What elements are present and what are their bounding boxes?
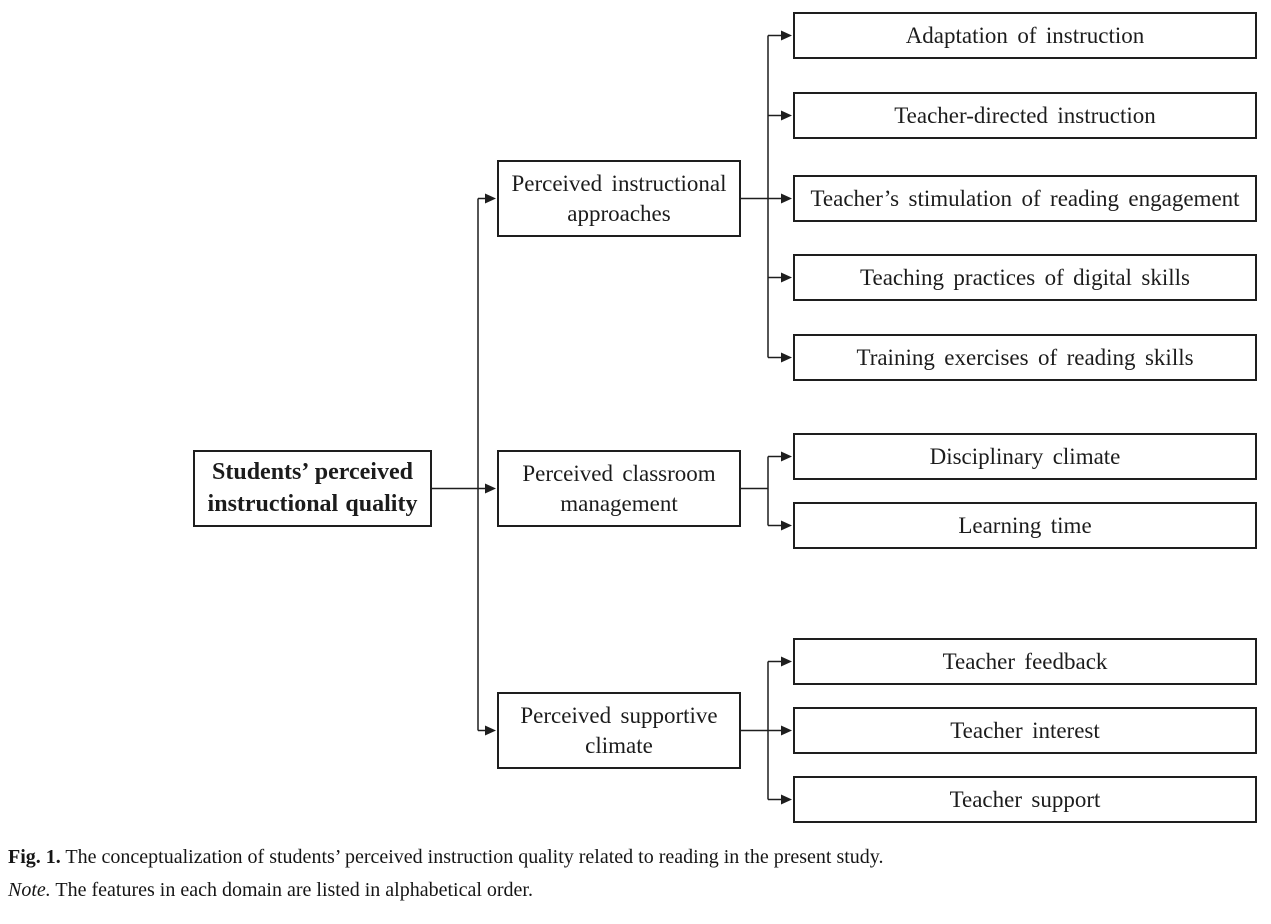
figure-caption: Fig. 1. The conceptualization of student… — [8, 841, 1258, 907]
feature-box-training-exercises-of-reading-skills: Training exercises of reading skills — [793, 334, 1257, 381]
domain-box-perceived-classroom-management: Perceived classroom management — [497, 450, 741, 527]
figure-note-line: Note. The features in each domain are li… — [8, 874, 1258, 907]
figure-number-label: Fig. 1. — [8, 846, 61, 868]
feature-box-teacher-directed-instruction: Teacher-directed instruction — [793, 92, 1257, 139]
arrowhead-feature-1 — [781, 30, 792, 41]
root-box-students-perceived-instructional-quality: Students’ perceived instructional qualit… — [193, 450, 432, 527]
connectors-root-to-domains — [432, 193, 496, 736]
domain-box-perceived-supportive-climate: Perceived supportive climate — [497, 692, 741, 769]
arrowhead-feature-10 — [781, 794, 792, 805]
arrowhead-feature-2 — [781, 110, 792, 121]
figure-caption-line: Fig. 1. The conceptualization of student… — [8, 841, 1258, 874]
arrowhead-feature-5 — [781, 352, 792, 363]
feature-box-adaptation-of-instruction: Adaptation of instruction — [793, 12, 1257, 59]
connectors-domain3-to-features — [741, 656, 792, 805]
arrowhead-domain-2 — [485, 483, 496, 494]
feature-box-teachers-stimulation-of-reading-engagement: Teacher’s stimulation of reading engagem… — [793, 175, 1257, 222]
feature-box-disciplinary-climate: Disciplinary climate — [793, 433, 1257, 480]
note-label: Note. — [8, 879, 51, 901]
feature-box-teacher-feedback: Teacher feedback — [793, 638, 1257, 685]
feature-box-teacher-interest: Teacher interest — [793, 707, 1257, 754]
arrowhead-feature-3 — [781, 193, 792, 204]
note-text: The features in each domain are listed i… — [55, 879, 533, 901]
domain-box-perceived-instructional-approaches: Perceived instructional approaches — [497, 160, 741, 237]
figure-caption-text: The conceptualization of students’ perce… — [65, 846, 884, 868]
arrowhead-feature-7 — [781, 520, 792, 531]
arrowhead-domain-3 — [485, 725, 496, 736]
connectors-domain2-to-features — [741, 451, 792, 531]
arrowhead-feature-8 — [781, 656, 792, 667]
arrowhead-domain-1 — [485, 193, 496, 204]
feature-box-teacher-support: Teacher support — [793, 776, 1257, 823]
feature-box-learning-time: Learning time — [793, 502, 1257, 549]
arrowhead-feature-9 — [781, 725, 792, 736]
feature-box-teaching-practices-of-digital-skills: Teaching practices of digital skills — [793, 254, 1257, 301]
arrowhead-feature-6 — [781, 451, 792, 462]
arrowhead-feature-4 — [781, 272, 792, 283]
connectors-domain1-to-features — [741, 30, 792, 363]
